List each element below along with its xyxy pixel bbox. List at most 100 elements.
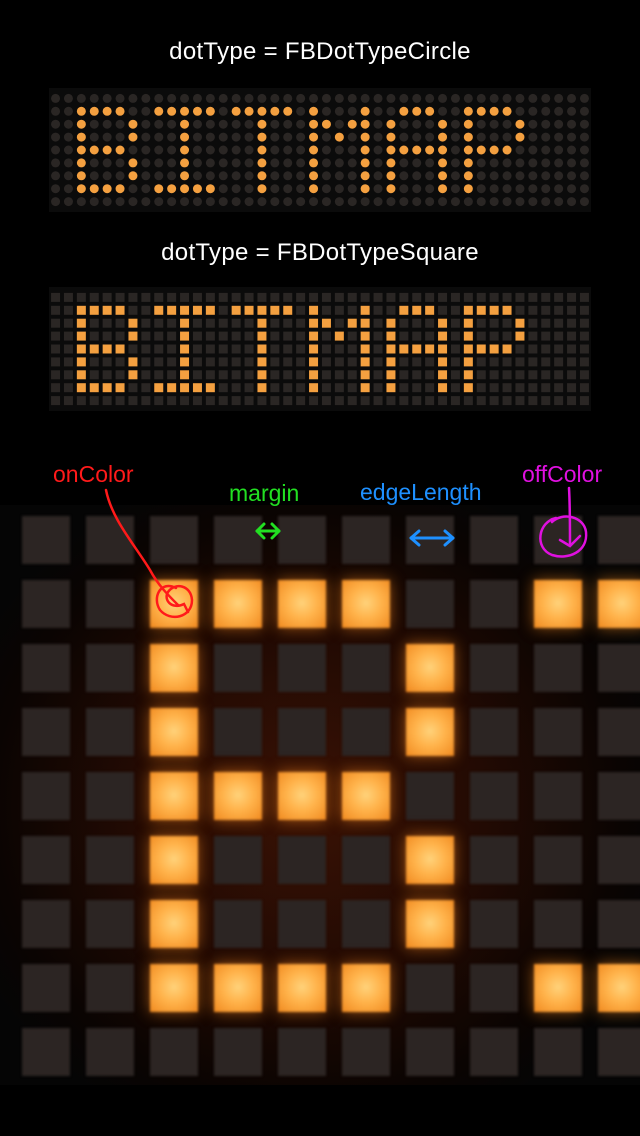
dot-off [463,292,473,302]
dot-off [63,370,73,380]
dot-off [231,383,241,393]
dot-off [334,197,344,207]
zoomed-dot-off [86,1028,134,1076]
dot-off [412,357,422,367]
dot-off [205,132,215,142]
dot-off [63,357,73,367]
dot-off [567,184,577,194]
dot-on [270,305,280,315]
dot-off [554,318,564,328]
dot-off [334,93,344,103]
dot-on [321,119,331,129]
dot-off [476,370,486,380]
dot-off [412,171,422,181]
zoomed-dot-off [86,900,134,948]
dot-off [425,331,435,341]
dot-off [128,292,138,302]
dot-off [231,93,241,103]
dot-off [450,396,460,406]
dot-off [167,318,177,328]
dot-off [270,119,280,129]
dot-on [205,383,215,393]
dot-off [321,93,331,103]
dot-off [554,145,564,155]
zoomed-dot-off [598,772,640,820]
dot-off [154,396,164,406]
dot-on [438,357,448,367]
dot-on [309,305,319,315]
dot-off [89,93,99,103]
dot-on [167,184,177,194]
dot-on [180,106,190,116]
dot-off [541,331,551,341]
dot-on [386,370,396,380]
dot-off [399,158,409,168]
dot-off [489,383,499,393]
dot-on [489,106,499,116]
zoomed-dot-off [22,644,70,692]
zoomed-dot-off [342,900,390,948]
zoomed-dot-off [534,836,582,884]
zoomed-dot-off [342,1028,390,1076]
dot-grid [51,93,589,207]
dot-off [567,171,577,181]
dot-off [141,171,151,181]
zoomed-dot-on [342,580,390,628]
dot-on [270,106,280,116]
dot-off [128,106,138,116]
dot-off [154,132,164,142]
dot-off [244,318,254,328]
dot-off [128,184,138,194]
dot-off [450,171,460,181]
dot-off [296,305,306,315]
dot-off [192,318,202,328]
dot-on [386,344,396,354]
zoomed-dot-off [214,516,262,564]
dot-on [257,171,267,181]
dot-off [205,370,215,380]
dot-off [450,318,460,328]
dot-off [115,357,125,367]
dot-off [89,158,99,168]
dot-off [399,184,409,194]
dot-on [476,145,486,155]
dot-off [463,93,473,103]
dot-on [425,305,435,315]
dot-off [334,145,344,155]
dot-off [541,344,551,354]
dot-on [386,171,396,181]
dot-off [347,305,357,315]
dot-off [283,318,293,328]
dot-off [373,318,383,328]
dot-off [489,370,499,380]
dot-off [528,292,538,302]
dot-off [296,93,306,103]
dot-off [102,197,112,207]
dot-off [102,292,112,302]
dot-on [463,344,473,354]
dot-off [270,383,280,393]
dot-off [567,93,577,103]
dot-off [63,396,73,406]
zoomed-dot-on [598,580,640,628]
dot-off [541,119,551,129]
dot-off [360,93,370,103]
dot-on [321,318,331,328]
dot-on [154,305,164,315]
dot-off [554,93,564,103]
dot-on [167,106,177,116]
dot-off [141,396,151,406]
dot-off [476,184,486,194]
dot-off [115,197,125,207]
zoomed-dot-off [278,1028,326,1076]
dot-off [450,370,460,380]
dot-off [528,305,538,315]
dot-off [373,93,383,103]
dot-off [450,197,460,207]
dot-off [528,145,538,155]
dot-off [515,197,525,207]
dot-on [502,344,512,354]
dot-off [554,292,564,302]
dot-on [386,383,396,393]
dot-off [167,331,177,341]
